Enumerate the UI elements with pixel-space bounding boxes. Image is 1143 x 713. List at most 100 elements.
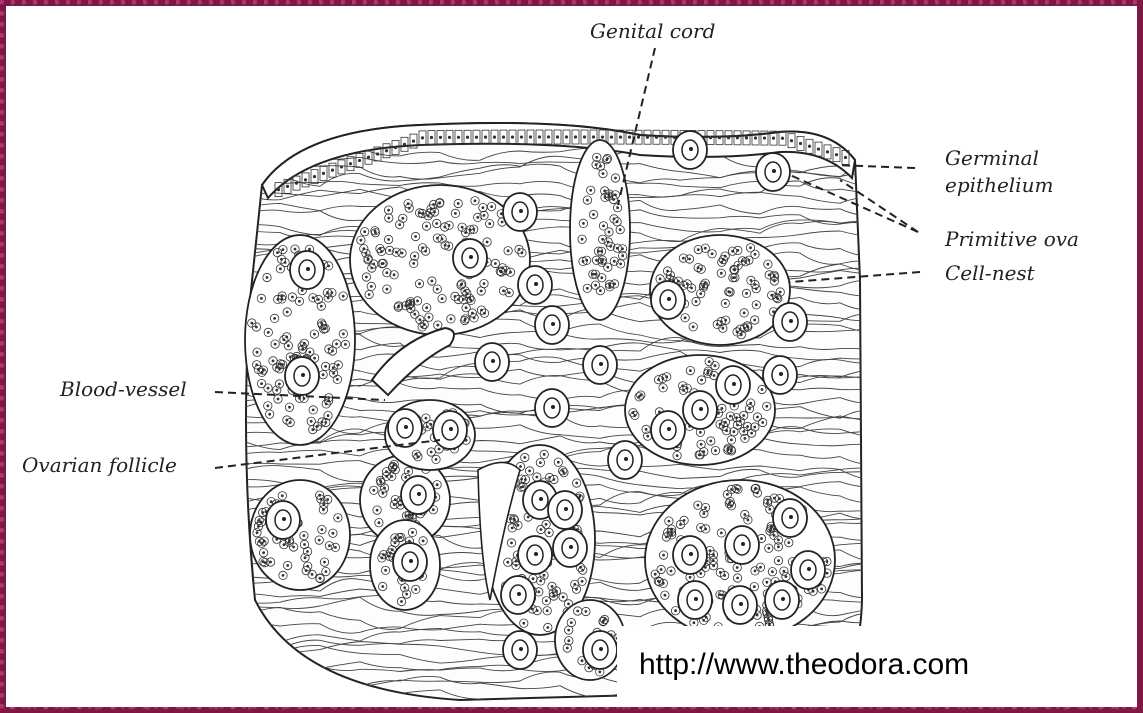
epithelial-nucleus xyxy=(277,188,280,191)
nest-cell-nucleus xyxy=(270,500,273,503)
nest-cell-nucleus xyxy=(729,291,732,294)
nest-cell-nucleus xyxy=(779,291,782,294)
nest-cell-nucleus xyxy=(598,671,601,674)
epithelial-nucleus xyxy=(439,136,442,139)
ovum-nucleolus xyxy=(539,497,543,501)
epithelial-nucleus xyxy=(601,135,604,138)
nest-cell-nucleus xyxy=(646,435,649,438)
label-cell-nest: Cell-nest xyxy=(945,262,1035,285)
nest-cell-nucleus xyxy=(256,531,259,534)
nest-cell-nucleus xyxy=(686,387,689,390)
ovum-nucleolus xyxy=(732,382,736,386)
nest-cell-nucleus xyxy=(384,569,387,572)
epithelial-nucleus xyxy=(655,136,658,139)
nest-cell-nucleus xyxy=(507,249,510,252)
nest-cell-nucleus xyxy=(393,273,396,276)
nest-cell-nucleus xyxy=(256,351,259,354)
nest-cell-nucleus xyxy=(326,498,329,501)
nest-cell-nucleus xyxy=(381,492,384,495)
nest-cell-nucleus xyxy=(288,406,291,409)
nest-cell-nucleus xyxy=(284,261,287,264)
nest-cell-nucleus xyxy=(519,465,522,468)
epithelial-nucleus xyxy=(547,135,550,138)
epithelial-nucleus xyxy=(817,147,820,150)
nest-cell-nucleus xyxy=(427,214,430,217)
nest-cell-nucleus xyxy=(613,260,616,263)
nest-cell-nucleus xyxy=(767,547,770,550)
nest-cell-nucleus xyxy=(711,252,714,255)
nest-cell-nucleus xyxy=(464,231,467,234)
nest-cell-nucleus xyxy=(659,278,662,281)
epithelial-nucleus xyxy=(763,136,766,139)
nest-cell-nucleus xyxy=(599,165,602,168)
nest-cell-nucleus xyxy=(269,561,272,564)
nest-cell-nucleus xyxy=(621,254,624,257)
nest-cell-nucleus xyxy=(777,539,780,542)
nest-cell-nucleus xyxy=(318,539,321,542)
epithelial-nucleus xyxy=(664,136,667,139)
nest-cell-nucleus xyxy=(728,502,731,505)
nest-cell-nucleus xyxy=(388,249,391,252)
nest-cell-nucleus xyxy=(325,570,328,573)
label-blood-vessel: Blood-vessel xyxy=(60,378,187,401)
nest-cell-nucleus xyxy=(324,327,327,330)
primitive-ovum xyxy=(501,576,535,614)
nest-cell-nucleus xyxy=(532,577,535,580)
epithelial-nucleus xyxy=(295,182,298,185)
nest-cell-nucleus xyxy=(483,282,486,285)
primitive-ovum xyxy=(608,441,642,479)
nest-cell-nucleus xyxy=(524,478,527,481)
nest-cell-nucleus xyxy=(264,561,267,564)
ovum-nucleolus xyxy=(694,597,698,601)
nest-cell-nucleus xyxy=(428,316,431,319)
nest-cell-nucleus xyxy=(376,509,379,512)
nest-cell-nucleus xyxy=(286,419,289,422)
nest-cell-nucleus xyxy=(736,566,739,569)
nest-cell-nucleus xyxy=(365,276,368,279)
nest-cell-nucleus xyxy=(720,261,723,264)
nest-cell-nucleus xyxy=(567,603,570,606)
epithelial-nucleus xyxy=(826,150,829,153)
nest-cell-nucleus xyxy=(414,588,417,591)
nest-cell-nucleus xyxy=(413,255,416,258)
nest-cell-nucleus xyxy=(444,244,447,247)
nest-cell-nucleus xyxy=(322,508,325,511)
epithelial-nucleus xyxy=(367,156,370,159)
epithelial-nucleus xyxy=(376,152,379,155)
watermark-url: http://www.theodora.com xyxy=(617,626,1065,704)
nest-cell-nucleus xyxy=(313,357,316,360)
ovum-nucleolus xyxy=(772,169,776,173)
nest-cell-nucleus xyxy=(360,239,363,242)
epithelial-nucleus xyxy=(457,136,460,139)
nest-cell-nucleus xyxy=(726,493,729,496)
nest-cell-nucleus xyxy=(755,287,758,290)
nest-cell-nucleus xyxy=(342,333,345,336)
nest-cell-nucleus xyxy=(391,466,394,469)
nest-cell-nucleus xyxy=(387,217,390,220)
nest-cell-nucleus xyxy=(600,276,603,279)
epithelial-nucleus xyxy=(610,135,613,138)
nest-cell-nucleus xyxy=(695,300,698,303)
nest-cell-nucleus xyxy=(365,252,368,255)
nest-cell-nucleus xyxy=(552,595,555,598)
nest-cell-nucleus xyxy=(303,534,306,537)
epithelial-nucleus xyxy=(727,136,730,139)
nest-cell-nucleus xyxy=(528,470,531,473)
nest-cell-nucleus xyxy=(408,207,411,210)
nest-cell-nucleus xyxy=(703,512,706,515)
ovum-nucleolus xyxy=(689,552,693,556)
label-germinal: Germinal xyxy=(945,147,1039,170)
label-genital-cord: Genital cord xyxy=(590,20,715,43)
nest-cell-nucleus xyxy=(567,639,570,642)
nest-cell-nucleus xyxy=(676,454,679,457)
nest-cell-nucleus xyxy=(771,570,774,573)
nest-cell-nucleus xyxy=(595,156,598,159)
nest-cell-nucleus xyxy=(826,572,829,575)
nest-cell-nucleus xyxy=(688,258,691,261)
primitive-ovum xyxy=(535,389,569,427)
nest-cell-nucleus xyxy=(282,248,285,251)
nest-cell-nucleus xyxy=(692,325,695,328)
nest-cell-nucleus xyxy=(700,379,703,382)
nest-cell-nucleus xyxy=(399,504,402,507)
nest-cell-nucleus xyxy=(750,279,753,282)
